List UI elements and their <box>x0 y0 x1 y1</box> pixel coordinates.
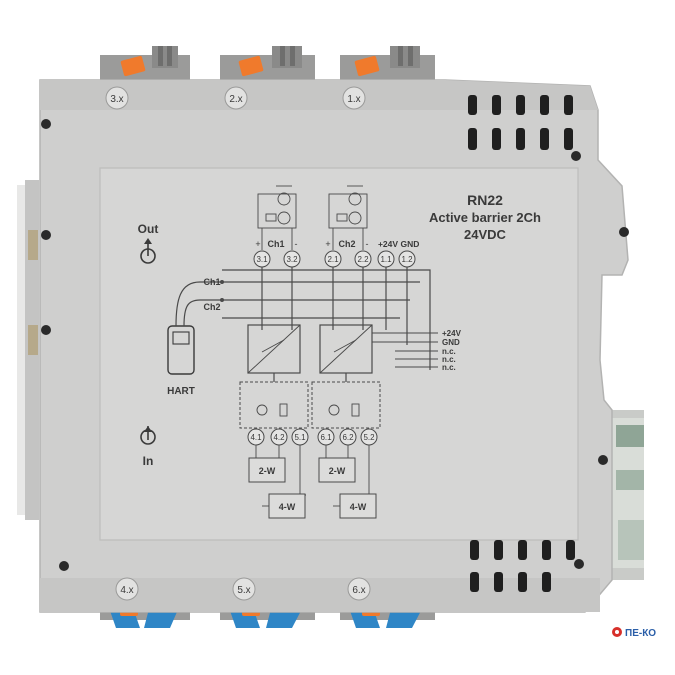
top-terminal-badges: 3.x 2.x 1.x <box>105 86 366 110</box>
bottom-terminal-label-6: 6.x <box>352 585 365 596</box>
hart-ch1-label: Ch1 <box>203 277 220 287</box>
arrow-up-icon-in <box>144 426 152 432</box>
terminal-1-2: 1.2 <box>401 255 413 264</box>
pin-nc-2: n.c. <box>442 355 456 364</box>
watermark-logo: ПЕ-КО <box>612 627 656 639</box>
terminal-1-1: 1.1 <box>380 255 392 264</box>
top-terminal-label-2: 2.x <box>229 94 242 105</box>
top-terminal-circles: 3.1 3.2 2.1 2.2 1.1 1.2 <box>253 250 416 268</box>
hart-ch2-label: Ch2 <box>203 302 220 312</box>
supply-gnd-label: GND <box>401 239 420 249</box>
ch2-plus: + <box>325 239 330 249</box>
terminal-3-1: 3.1 <box>256 255 268 264</box>
ch1-output-box <box>239 381 309 429</box>
terminal-5-1: 5.1 <box>294 433 306 442</box>
model-name: RN22 <box>467 192 503 208</box>
front-face-panel <box>99 167 579 541</box>
terminal-4-1: 4.1 <box>250 433 262 442</box>
ch2-4wire-label: 4-W <box>350 502 367 512</box>
terminal-4-2: 4.2 <box>273 433 285 442</box>
terminal-3-2: 3.2 <box>286 255 298 264</box>
ch2-2wire-box <box>318 457 356 483</box>
terminal-5-2: 5.2 <box>363 433 375 442</box>
screw-holes <box>41 119 629 571</box>
bottom-terminal-badges: 4.x 5.x 6.x <box>115 577 371 601</box>
out-indicator: Out <box>138 222 159 264</box>
model-voltage: 24VDC <box>464 227 507 242</box>
out-label: Out <box>138 222 159 236</box>
pin-gnd: GND <box>442 338 460 347</box>
ch1-4wire-label: 4-W <box>279 502 296 512</box>
ch2-2wire-label: 2-W <box>329 466 346 476</box>
housing-top-rim <box>40 80 598 110</box>
terminal-2-2: 2.2 <box>357 255 369 264</box>
top-terminal-label-1: 1.x <box>347 94 360 105</box>
ch1-top-source <box>257 185 297 250</box>
bottom-terminal-label-4: 4.x <box>120 585 133 596</box>
in-label: In <box>143 454 154 468</box>
ch1-plus: + <box>255 239 260 249</box>
bottom-vent-slots <box>470 540 575 592</box>
ch2-top-label: Ch2 <box>338 239 355 249</box>
arrow-up-icon <box>144 238 152 244</box>
hart-label: HART <box>167 386 195 397</box>
hart-handheld-icon: HART <box>167 281 222 397</box>
terminal-6-1: 6.1 <box>320 433 332 442</box>
top-terminal-label-3: 3.x <box>110 94 123 105</box>
device-title: RN22 Active barrier 2Ch 24VDC <box>429 192 541 242</box>
wiring-schematic: + Ch1 - + Ch2 - +24V GND 3.1 3.2 2.1 2.2… <box>220 185 462 519</box>
watermark-text: ПЕ-КО <box>625 628 656 639</box>
ch1-2wire-box <box>248 457 286 483</box>
ch2-top-source <box>328 185 368 250</box>
model-description: Active barrier 2Ch <box>429 210 541 225</box>
terminal-2-1: 2.1 <box>327 255 339 264</box>
pin-nc-1: n.c. <box>442 347 456 356</box>
top-vent-slots <box>468 95 573 150</box>
ch1-4wire-box <box>268 493 306 519</box>
bottom-terminal-label-5: 5.x <box>237 585 250 596</box>
ch2-minus: - <box>366 239 369 249</box>
pin-plus24v: +24V <box>442 329 462 338</box>
supply-plus24v-label: +24V <box>378 239 398 249</box>
left-side-profile <box>17 180 39 520</box>
right-pin-labels: +24V GND n.c. n.c. n.c. <box>372 329 462 372</box>
ch1-minus: - <box>295 239 298 249</box>
ch1-2wire-label: 2-W <box>259 466 276 476</box>
in-indicator: In <box>140 426 156 468</box>
ch1-top-label: Ch1 <box>267 239 284 249</box>
terminal-6-2: 6.2 <box>342 433 354 442</box>
ch2-output-box <box>311 381 381 429</box>
pin-nc-3: n.c. <box>442 363 456 372</box>
bottom-terminal-circles: 4.1 4.2 5.1 6.1 6.2 5.2 <box>247 428 378 446</box>
